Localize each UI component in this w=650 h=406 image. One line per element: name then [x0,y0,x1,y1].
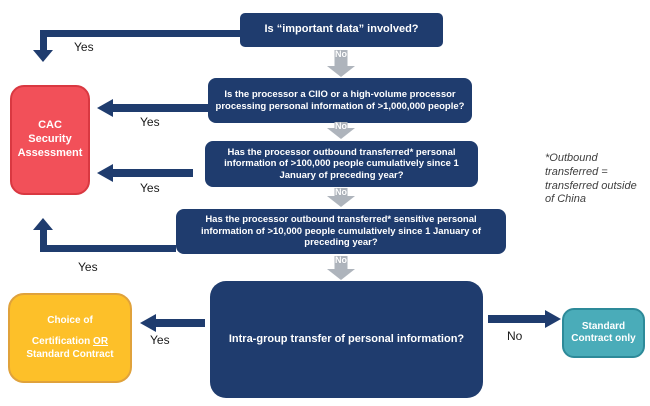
arrow-q4-to-cac-horizontal [44,245,176,252]
question-100k-personal-info-label: Has the processor outbound transferred* … [224,146,459,181]
arrowhead-up-icon [33,218,53,230]
down-arrow-icon [327,66,355,77]
question-important-data: Is “important data” involved? [240,13,443,47]
edge-label-yes-q3: Yes [140,181,160,195]
no-connector-label: No [335,49,347,59]
question-intra-group-transfer-label: Intra-group transfer of personal informa… [228,332,465,345]
choice-heading: Choice of [47,314,93,326]
outcome-standard-contract-only: Standard Contract only [562,308,645,358]
no-connector-stem [334,122,348,128]
down-arrow-icon [327,269,355,280]
question-important-data-label: Is “important data” involved? [264,23,419,36]
no-connector-arrow-3: No [327,187,355,207]
edge-label-no-q5: No [507,329,523,343]
arrow-q5-to-standard [488,315,545,323]
arrowhead-left-icon [140,314,156,332]
outcome-cac-label: CAC Security Assessment [17,119,83,159]
choice-certification-text: Certification [31,336,94,348]
edge-label-yes-q1: Yes [74,40,94,54]
question-intra-group-transfer: Intra-group transfer of personal informa… [210,281,483,398]
arrowhead-left-icon [97,164,113,182]
choice-or-text: OR [93,336,109,348]
arrowhead-right-icon [545,310,561,328]
no-connector-stem [334,188,348,196]
down-arrow-icon [327,196,355,207]
edge-label-yes-q4: Yes [78,260,98,274]
no-connector-label: No [335,121,347,131]
outcome-cac-security-assessment: CAC Security Assessment [10,85,90,195]
no-connector-stem [334,256,348,269]
no-connector-arrow-1: No [327,49,355,77]
no-connector-arrow-4: No [327,255,355,280]
arrowhead-left-icon [97,99,113,117]
arrow-q1-to-cac-horizontal [40,30,240,37]
arrowhead-down-icon [33,50,53,62]
arrow-q4-to-cac-vertical [40,230,47,252]
edge-label-yes-q2: Yes [140,115,160,129]
no-connector-label: No [335,255,347,265]
no-connector-label: No [335,187,347,197]
question-10k-sensitive-info-label: Has the processor outbound transferred* … [200,214,482,249]
edge-label-yes-q5: Yes [150,333,170,347]
arrow-q2-to-cac [112,104,210,112]
question-10k-sensitive-info: Has the processor outbound transferred* … [176,209,506,254]
question-ciio-high-volume-label: Is the processor a CIIO or a high-volume… [215,88,465,112]
outbound-transferred-footnote: *Outbound transferred = transferred outs… [545,152,637,206]
arrow-q3-to-cac [112,169,193,177]
question-ciio-high-volume: Is the processor a CIIO or a high-volume… [208,78,472,123]
down-arrow-icon [327,128,355,139]
outcome-standard-contract-only-label: Standard Contract only [571,320,636,345]
no-connector-arrow-2: No [327,121,355,139]
no-connector-stem [334,50,348,66]
choice-standard-contract-text: Standard Contract [26,348,114,360]
arrow-q5-to-choice [155,319,205,327]
arrow-q1-to-cac-vertical [40,30,47,52]
question-100k-personal-info: Has the processor outbound transferred* … [205,141,478,187]
